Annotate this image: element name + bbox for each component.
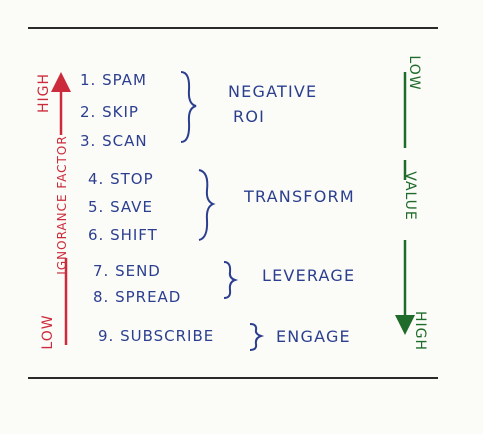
group-label-roi: ROI — [233, 107, 266, 126]
list-item-scan: 3. SCAN — [80, 132, 148, 150]
top-rule — [28, 27, 438, 29]
brace-leverage — [223, 261, 239, 299]
list-item-save: 5. SAVE — [88, 198, 153, 216]
list-item-spread: 8. SPREAD — [93, 288, 182, 306]
group-label-transform: TRANSFORM — [244, 187, 355, 206]
group-label-leverage: LEVERAGE — [262, 266, 356, 285]
list-item-shift: 6. SHIFT — [88, 226, 158, 244]
list-item-stop: 4. STOP — [88, 170, 154, 188]
list-item-subscribe: 9. SUBSCRIBE — [98, 327, 215, 345]
list-item-send: 7. SEND — [93, 262, 161, 280]
brace-negative-roi — [180, 71, 197, 143]
brace-engage — [249, 323, 265, 351]
group-label-negative: NEGATIVE — [228, 82, 318, 101]
brace-transform — [198, 169, 216, 241]
list-item-spam: 1. SPAM — [80, 71, 147, 89]
bottom-rule — [28, 377, 438, 379]
list-item-skip: 2. SKIP — [80, 103, 139, 121]
group-label-engage: ENGAGE — [276, 327, 351, 346]
